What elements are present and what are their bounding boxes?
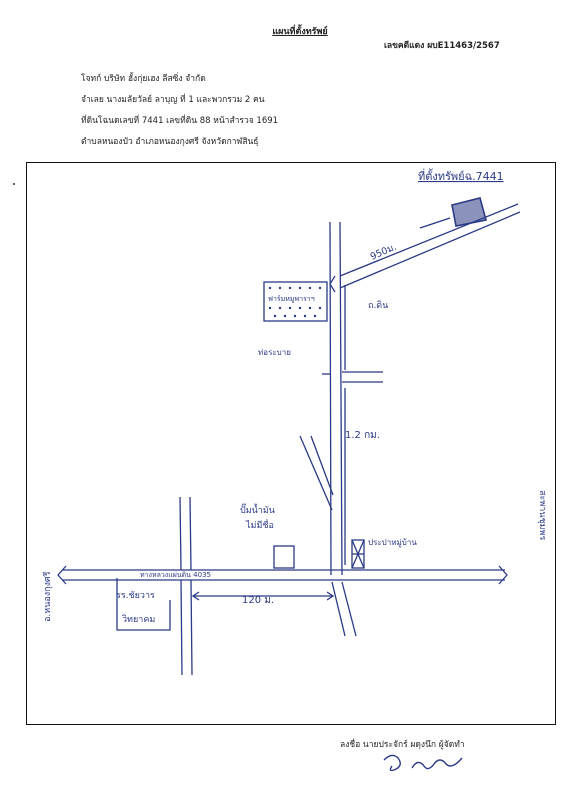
dirt-road-label: ถ.ดิน <box>368 300 388 311</box>
distance-school: 120 ม. <box>242 595 274 606</box>
stray-dot <box>13 183 15 185</box>
culvert-label: ท่อระบาย <box>258 348 291 357</box>
west-destination: อ.หนองกุงศรี <box>42 571 53 622</box>
deed-line: ที่ดินโฉนดเลขที่ 7441 เลขที่ดิน 88 หน้าส… <box>81 116 279 126</box>
east-destination: สะพานชุมพร <box>537 490 547 540</box>
main-road-right-edge <box>339 221 343 576</box>
main-road-left-edge <box>329 221 332 576</box>
distance-main: 1.2 กม. <box>345 430 380 441</box>
case-number: เลขคดีแดง ผบE11463/2567 <box>384 41 500 51</box>
map-frame <box>26 162 556 725</box>
gas-station-label-2: ไม่มีชื่อ <box>245 518 274 531</box>
school-label-1: รร.ชัยวาร <box>116 591 155 601</box>
rice-field-label: ฟาร์มหมูพาราฯ <box>268 295 315 303</box>
highway-label: ทางหลวงแผ่นดิน 4035 <box>140 571 211 579</box>
signature-scribble <box>383 754 463 772</box>
defendant-line: จำเลย นางมลัยวัลย์ ลาบุญ ที่ 1 และพวกรวม… <box>81 95 265 105</box>
signer-line: ลงชื่อ นายประจักร์ ผดุงนึก ผู้จัดทำ <box>340 740 465 750</box>
property-label: ที่ตั้งทรัพย์ฉ.7441 <box>418 168 504 183</box>
branch-road-upper <box>339 203 519 277</box>
water-tower-label: ประปาหมู่บ้าน <box>368 538 417 548</box>
document-title: แผนที่ตั้งทรัพย์ <box>272 27 328 37</box>
branch-road-lower <box>339 211 521 289</box>
gas-station-label-1: ปั๊มน้ำมัน <box>240 503 275 516</box>
location-line: ตำบลหนองบัว อำเภอหนองกุงศรี จังหวัดกาฬสิ… <box>81 137 259 147</box>
school-label-2: วิทยาคม <box>122 614 155 625</box>
plaintiff-line: โจทก์ บริษัท ฮั้งกุ่ยเฮง ลีสซิ่ง จำกัด <box>81 74 206 84</box>
distance-to-property: 950ม. <box>369 242 399 263</box>
